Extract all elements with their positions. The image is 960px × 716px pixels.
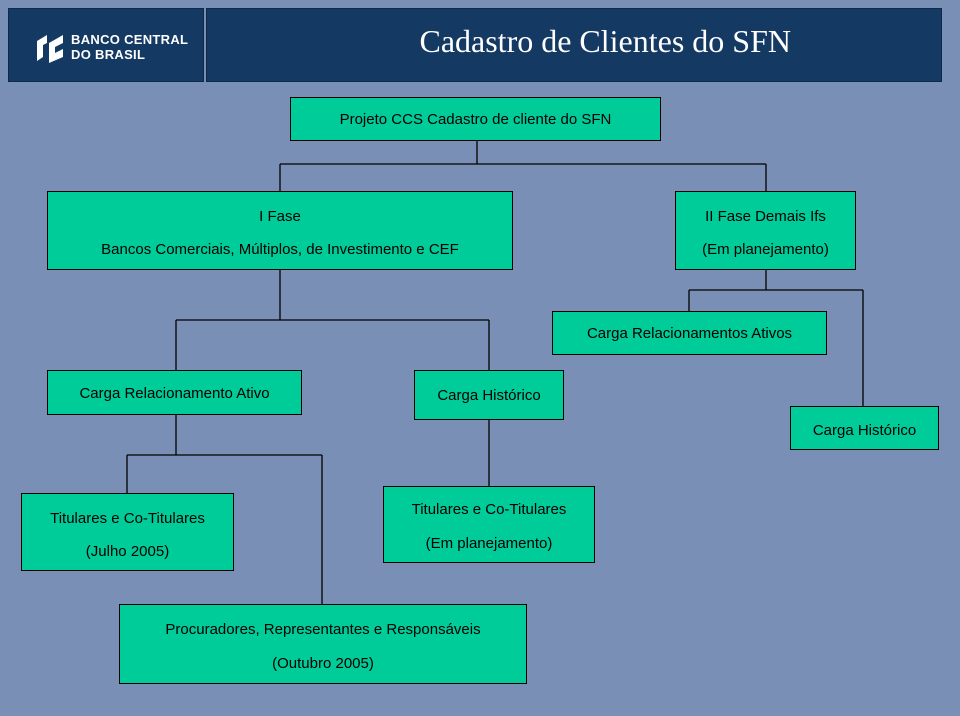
root-project-label: Projeto CCS Cadastro de cliente do SFN [339, 111, 612, 128]
titulares-planejamento-box: Titulares e Co-Titulares (Em planejament… [383, 486, 595, 563]
procuradores-box: Procuradores, Representantes e Responsáv… [119, 604, 527, 684]
carga-historico-label-1: Carga Histórico [437, 387, 541, 404]
carga-relacionamento-ativo-box: Carga Relacionamento Ativo [47, 370, 302, 415]
carga-relacionamentos-ativos-label: Carga Relacionamentos Ativos [586, 325, 793, 342]
bank-logo-icon [37, 35, 63, 63]
carga-relacionamentos-ativos-box: Carga Relacionamentos Ativos [552, 311, 827, 355]
phase-1-box: I Fase Bancos Comerciais, Múltiplos, de … [47, 191, 513, 270]
page-title: Cadastro de Clientes do SFN [419, 23, 791, 59]
procuradores-title: Procuradores, Representantes e Responsáv… [165, 621, 481, 638]
logo-line-2: DO BRASIL [71, 47, 146, 62]
logo-line-1: BANCO CENTRAL [71, 32, 189, 47]
titulares-julho-title: Titulares e Co-Titulares [50, 510, 205, 527]
logo-panel: BANCO CENTRAL DO BRASIL [8, 8, 204, 82]
carga-historico-label-2: Carga Histórico [812, 422, 917, 439]
phase-1-title: I Fase [259, 208, 301, 225]
procuradores-date: (Outubro 2005) [272, 655, 374, 672]
title-panel: Cadastro de Clientes do SFN [206, 8, 942, 82]
titulares-planejamento-title: Titulares e Co-Titulares [411, 501, 567, 518]
phase-1-description: Bancos Comerciais, Múltiplos, de Investi… [101, 241, 459, 258]
phase-2-title: II Fase Demais Ifs [705, 208, 826, 225]
carga-relacionamento-ativo-label: Carga Relacionamento Ativo [79, 385, 270, 402]
carga-historico-box-1: Carga Histórico [414, 370, 564, 420]
titulares-julho-box: Titulares e Co-Titulares (Julho 2005) [21, 493, 234, 571]
bank-logo-text: BANCO CENTRAL DO BRASIL [71, 32, 188, 62]
phase-2-box: II Fase Demais Ifs (Em planejamento) [675, 191, 856, 270]
titulares-julho-date: (Julho 2005) [85, 543, 170, 560]
phase-2-description: (Em planejamento) [702, 241, 829, 258]
carga-historico-box-2: Carga Histórico [790, 406, 939, 450]
titulares-planejamento-date: (Em planejamento) [425, 535, 553, 552]
root-project-box: Projeto CCS Cadastro de cliente do SFN [290, 97, 661, 141]
